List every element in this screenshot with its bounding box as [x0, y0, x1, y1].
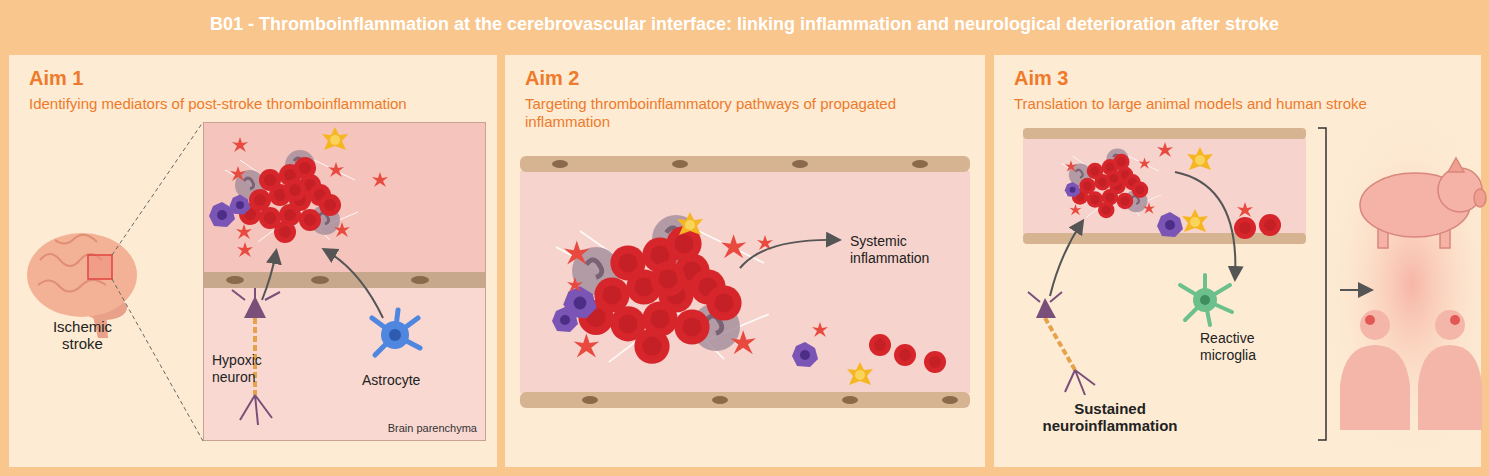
- aim-panel: Aim 1 Identifying mediators of post-strok…: [9, 55, 497, 467]
- aim-subtitle: Targeting thromboinflammatory pathways o…: [525, 95, 965, 131]
- brain-illustration: [27, 122, 203, 441]
- aim3-illustration: [1023, 110, 1489, 460]
- callout-label: Ischemic stroke: [45, 318, 120, 352]
- pig-symbol: [1360, 158, 1486, 248]
- aim-subtitle: Translation to large animal models and h…: [1014, 95, 1461, 113]
- diagram-title: B01 - Thromboinflammation at the cerebro…: [0, 14, 1489, 35]
- aim-heading: Aim 3: [1014, 67, 1068, 90]
- aim-panel: Aim 3 Translation to large animal models …: [994, 55, 1481, 467]
- vessel-illustration: [520, 156, 970, 408]
- inset-illustration: [204, 123, 485, 425]
- callout-label: Sustained neuroinflammation: [1035, 400, 1185, 434]
- aim-heading: Aim 2: [525, 67, 579, 90]
- inset-label: Brain parenchyma: [388, 422, 477, 434]
- aim-subtitle: Identifying mediators of post-stroke thr…: [29, 95, 477, 113]
- callout-label: Astrocyte: [362, 372, 452, 389]
- inset-box: Brain parenchyma: [203, 122, 486, 441]
- callout-label: Systemic inflammation: [850, 233, 960, 267]
- human-symbols: [1340, 310, 1482, 430]
- callout-label: Reactive microglia: [1200, 330, 1280, 364]
- callout-label: Hypoxic neuron: [212, 352, 292, 386]
- aim-heading: Aim 1: [29, 67, 83, 90]
